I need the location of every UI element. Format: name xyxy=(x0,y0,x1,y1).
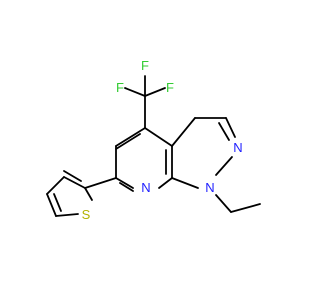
fluorine-label-right: F xyxy=(166,80,174,95)
bond xyxy=(53,193,62,212)
bond xyxy=(144,127,173,147)
bond xyxy=(115,127,146,147)
bond xyxy=(158,177,173,189)
bond xyxy=(171,117,196,147)
bond xyxy=(84,177,117,189)
bond xyxy=(218,122,230,141)
nitrogen-label-ethyl: N xyxy=(205,180,214,195)
bond xyxy=(115,133,141,150)
bond xyxy=(115,177,134,189)
bond xyxy=(215,156,233,176)
structure-canvas: F F F N N N S xyxy=(46,58,261,222)
bond xyxy=(215,194,232,213)
bond xyxy=(63,170,82,182)
nitrogen-label-pyrazole: N xyxy=(233,140,242,155)
bond xyxy=(55,213,79,217)
bond xyxy=(46,193,57,217)
bond xyxy=(63,176,86,189)
bond xyxy=(230,203,261,213)
nitrogen-label-pyridine: N xyxy=(141,180,150,195)
bond xyxy=(144,87,166,97)
bond xyxy=(124,87,146,97)
bond xyxy=(171,177,199,189)
bond xyxy=(119,182,134,192)
sulfur-label: S xyxy=(82,207,91,222)
fluorine-label-top: F xyxy=(141,58,149,73)
bond xyxy=(84,187,93,201)
molecule-diagram: F F F N N N S xyxy=(46,58,261,222)
bond xyxy=(46,176,65,195)
fluorine-label-left: F xyxy=(116,80,124,95)
bond xyxy=(225,117,236,138)
